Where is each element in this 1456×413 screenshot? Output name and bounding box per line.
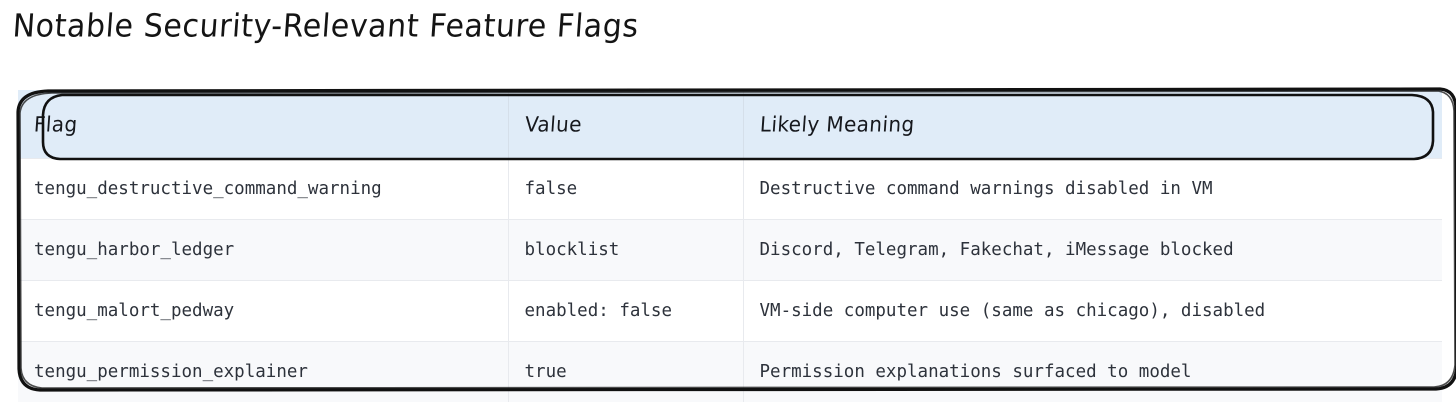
cell-flag: tengu_malort_pedway (18, 280, 509, 342)
cell-value: true (508, 341, 744, 402)
feature-flags-table-container: Flag Value Likely Meaning tengu_destruct… (16, 87, 1456, 402)
cell-flag: tengu_destructive_command_warning (18, 158, 509, 220)
table-row: tengu_malort_pedway enabled: false VM-si… (18, 280, 1442, 342)
table-row: tengu_permission_explainer true Permissi… (18, 341, 1442, 402)
column-header-flag: Flag (18, 90, 509, 159)
page-title: Notable Security-Relevant Feature Flags (11, 8, 640, 46)
cell-meaning: Discord, Telegram, Fakechat, iMessage bl… (743, 219, 1442, 281)
column-header-meaning-label: Likely Meaning (758, 111, 916, 137)
column-header-meaning: Likely Meaning (743, 90, 1442, 159)
column-header-value-label: Value (523, 111, 583, 137)
cell-value: enabled: false (508, 280, 744, 342)
cell-value: blocklist (508, 219, 744, 281)
feature-flags-table: Flag Value Likely Meaning tengu_destruct… (18, 90, 1442, 402)
table-row: tengu_harbor_ledger blocklist Discord, T… (18, 219, 1442, 281)
cell-value: false (508, 158, 744, 220)
table-row: tengu_destructive_command_warning false … (18, 158, 1442, 220)
table-header-row: Flag Value Likely Meaning (18, 90, 1442, 159)
cell-flag: tengu_harbor_ledger (18, 219, 509, 281)
cell-flag: tengu_permission_explainer (18, 341, 509, 402)
table-body: tengu_destructive_command_warning false … (18, 158, 1442, 402)
column-header-flag-label: Flag (33, 111, 79, 137)
cell-meaning: Destructive command warnings disabled in… (743, 158, 1442, 220)
cell-meaning: Permission explanations surfaced to mode… (743, 341, 1442, 402)
table-header: Flag Value Likely Meaning (18, 90, 1442, 159)
cell-meaning: VM-side computer use (same as chicago), … (743, 280, 1442, 342)
column-header-value: Value (508, 90, 744, 159)
